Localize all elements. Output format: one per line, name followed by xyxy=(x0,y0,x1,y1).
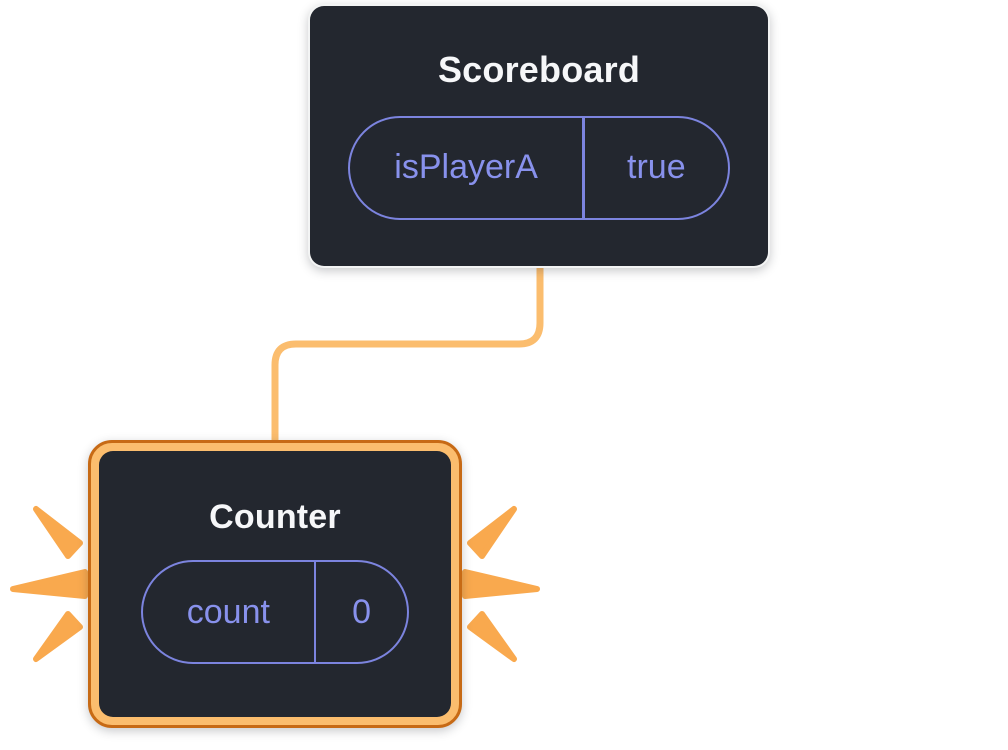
counter-state-pill: count 0 xyxy=(141,560,409,665)
emphasis-ray-icon xyxy=(33,611,83,662)
counter-state-value: 0 xyxy=(352,592,372,631)
emphasis-ray-icon xyxy=(467,506,517,559)
emphasis-ray-icon xyxy=(10,569,88,599)
parent-child-connector-line xyxy=(271,264,544,450)
scoreboard-state-pill: isPlayerA true xyxy=(348,115,730,220)
emphasis-ray-icon xyxy=(33,506,83,559)
scoreboard-state-value: true xyxy=(627,148,686,187)
counter-state-key: count xyxy=(186,592,270,631)
pill-divider xyxy=(313,562,317,663)
emphasis-ray-icon xyxy=(467,611,517,662)
scoreboard-component-box: Scoreboard isPlayerA true xyxy=(308,4,770,268)
scoreboard-title: Scoreboard xyxy=(437,49,641,90)
counter-title: Counter xyxy=(209,498,341,536)
counter-highlight-border: Counter count 0 xyxy=(88,440,462,728)
pill-divider xyxy=(582,117,585,218)
scoreboard-state-key: isPlayerA xyxy=(394,148,538,187)
emphasis-ray-icon xyxy=(462,569,540,599)
counter-component-box: Counter count 0 xyxy=(99,451,451,717)
